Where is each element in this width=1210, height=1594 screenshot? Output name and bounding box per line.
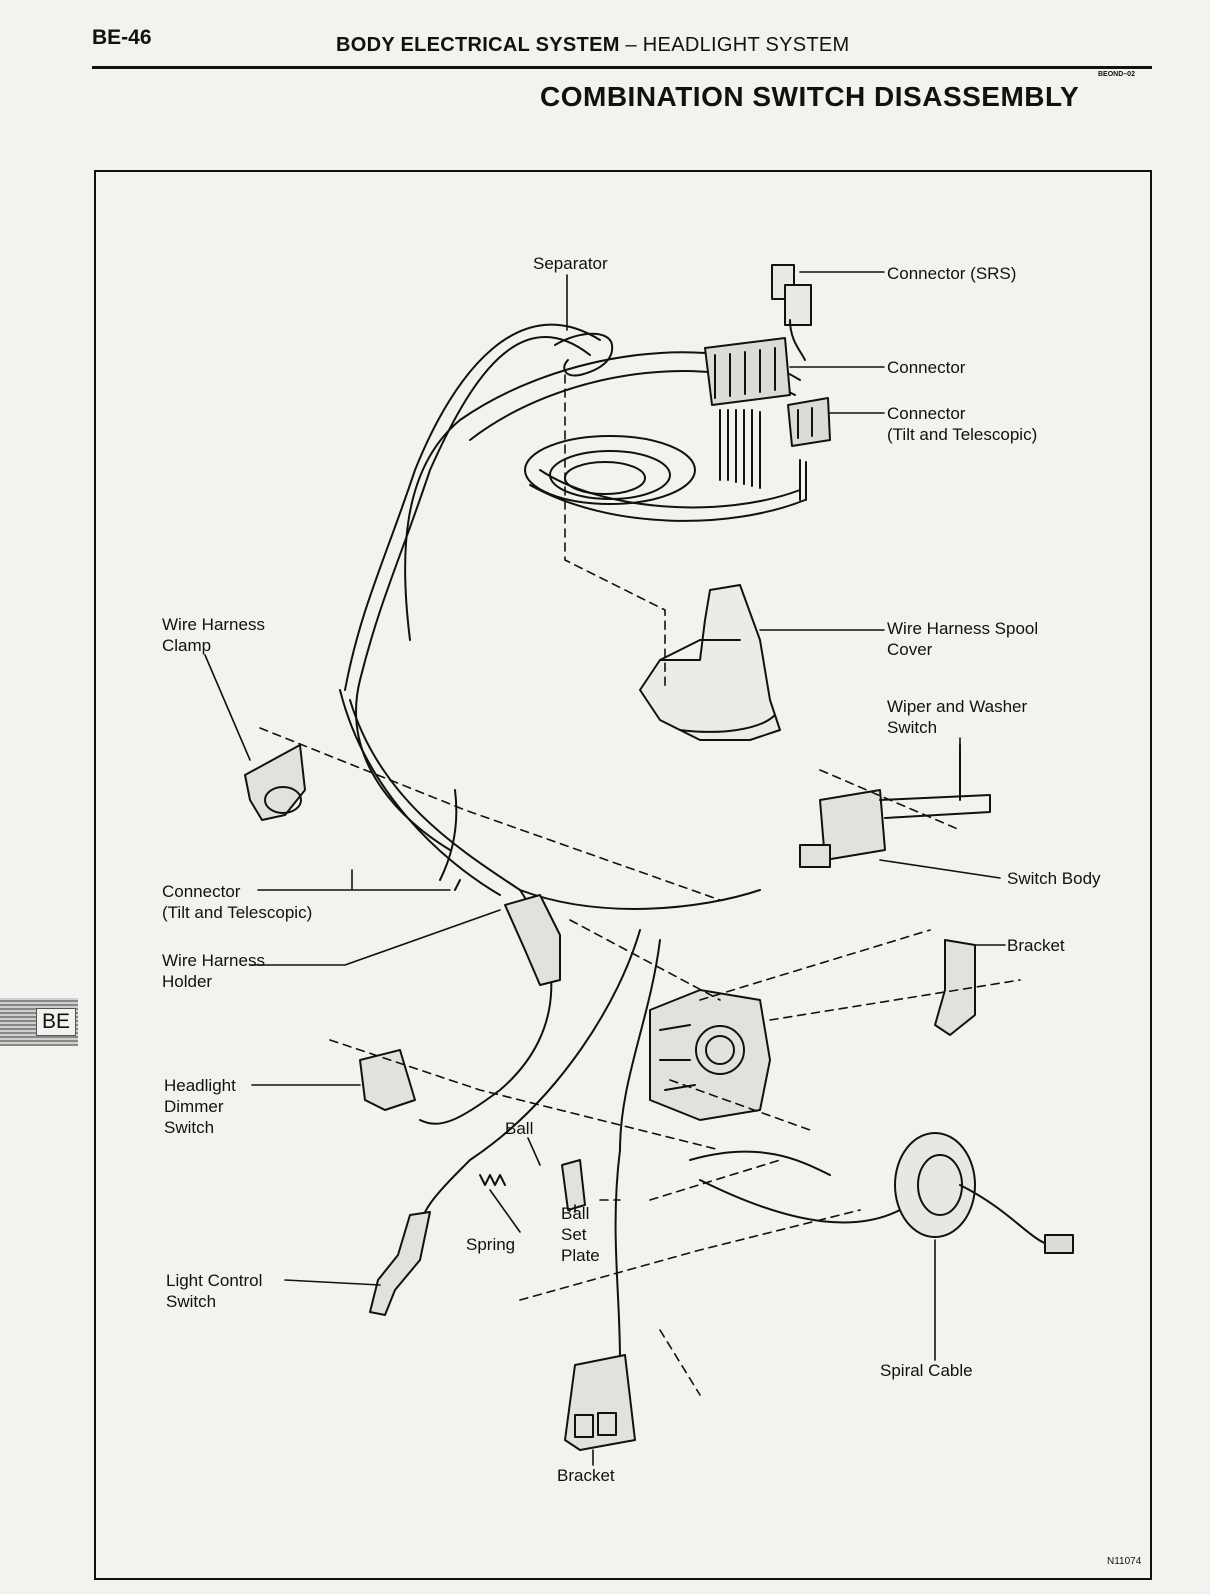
spool-cover-shape bbox=[639, 584, 781, 741]
connector-tilt-left-label-2: (Tilt and Telescopic) bbox=[162, 903, 313, 922]
spiral-cable-label: Spiral Cable bbox=[880, 1361, 973, 1380]
light-control-switch-shape bbox=[369, 1211, 431, 1316]
ball-label: Ball bbox=[505, 1119, 534, 1138]
header-title: BODY ELECTRICAL SYSTEM – HEADLIGHT SYSTE… bbox=[336, 34, 850, 57]
section-code: BEOND–02 bbox=[1098, 71, 1135, 78]
connector-tilt-label: Connector bbox=[887, 404, 966, 423]
wiper-switch-label-2: Switch bbox=[887, 718, 938, 737]
bracket-bottom-label: Bracket bbox=[557, 1466, 615, 1485]
ball-set-plate-label-3: Plate bbox=[561, 1246, 600, 1265]
switch-body-shape bbox=[649, 989, 771, 1121]
light-control-switch-label: Light Control bbox=[166, 1271, 263, 1290]
wire-harness bbox=[339, 323, 901, 1361]
figure-frame bbox=[94, 170, 1152, 1580]
dimmer-switch-shape bbox=[359, 1049, 416, 1111]
wiper-switch-label: Wiper and Washer bbox=[887, 697, 1028, 716]
dimmer-switch-label-2: Dimmer bbox=[164, 1097, 224, 1116]
wire-harness-clamp-label: Wire Harness bbox=[162, 615, 265, 634]
connector-srs-shape bbox=[771, 264, 812, 361]
connector-shape bbox=[704, 337, 791, 406]
side-tab: BE bbox=[0, 998, 78, 1046]
spool-cover-label-2: Cover bbox=[887, 640, 933, 659]
ball-set-plate-label: Ball bbox=[561, 1204, 590, 1223]
connector-tilt-label-2: (Tilt and Telescopic) bbox=[887, 425, 1038, 444]
wiper-switch-shape bbox=[799, 744, 991, 868]
bracket-right-label: Bracket bbox=[1007, 936, 1065, 955]
page-number: BE-46 bbox=[92, 26, 152, 49]
spring-label: Spring bbox=[466, 1235, 516, 1254]
connector-tilt-left-label: Connector bbox=[162, 882, 241, 901]
dimmer-switch-label: Headlight bbox=[164, 1076, 236, 1095]
header-subtitle: – HEADLIGHT SYSTEM bbox=[619, 34, 850, 56]
ball-set-plate-shape bbox=[561, 1159, 586, 1211]
bracket-bottom-shape bbox=[564, 1354, 636, 1451]
wire-harness-holder-shape bbox=[504, 894, 561, 986]
connector-tilt-shape bbox=[787, 397, 831, 447]
connector-srs-label: Connector (SRS) bbox=[887, 264, 1017, 283]
assembly-lines bbox=[259, 374, 1021, 1396]
spiral-cable-shape bbox=[894, 1132, 1074, 1254]
leader-lines bbox=[204, 271, 1006, 1466]
ball-set-plate-label-2: Set bbox=[561, 1225, 587, 1244]
separator-label: Separator bbox=[533, 254, 608, 273]
wire-harness-clamp-shape bbox=[244, 744, 306, 821]
section-title: COMBINATION SWITCH DISASSEMBLY bbox=[540, 81, 1080, 112]
separator-shape bbox=[554, 332, 614, 377]
light-control-switch-label-2: Switch bbox=[166, 1292, 217, 1311]
connector-label: Connector bbox=[887, 358, 966, 377]
side-tab-label: BE bbox=[36, 1008, 77, 1036]
switch-body-label: Switch Body bbox=[1007, 869, 1101, 888]
header-title-main: BODY ELECTRICAL SYSTEM bbox=[336, 34, 620, 56]
wire-harness-holder-label: Wire Harness bbox=[162, 951, 265, 970]
spool-cover-label: Wire Harness Spool bbox=[887, 619, 1039, 638]
wire-harness-clamp-label-2: Clamp bbox=[162, 636, 212, 655]
figure-code: N11074 bbox=[1107, 1556, 1142, 1567]
wire-harness-holder-label-2: Holder bbox=[162, 972, 213, 991]
dimmer-switch-label-3: Switch bbox=[164, 1118, 215, 1137]
spring-shape bbox=[479, 1174, 506, 1186]
header-rule bbox=[92, 66, 1152, 69]
